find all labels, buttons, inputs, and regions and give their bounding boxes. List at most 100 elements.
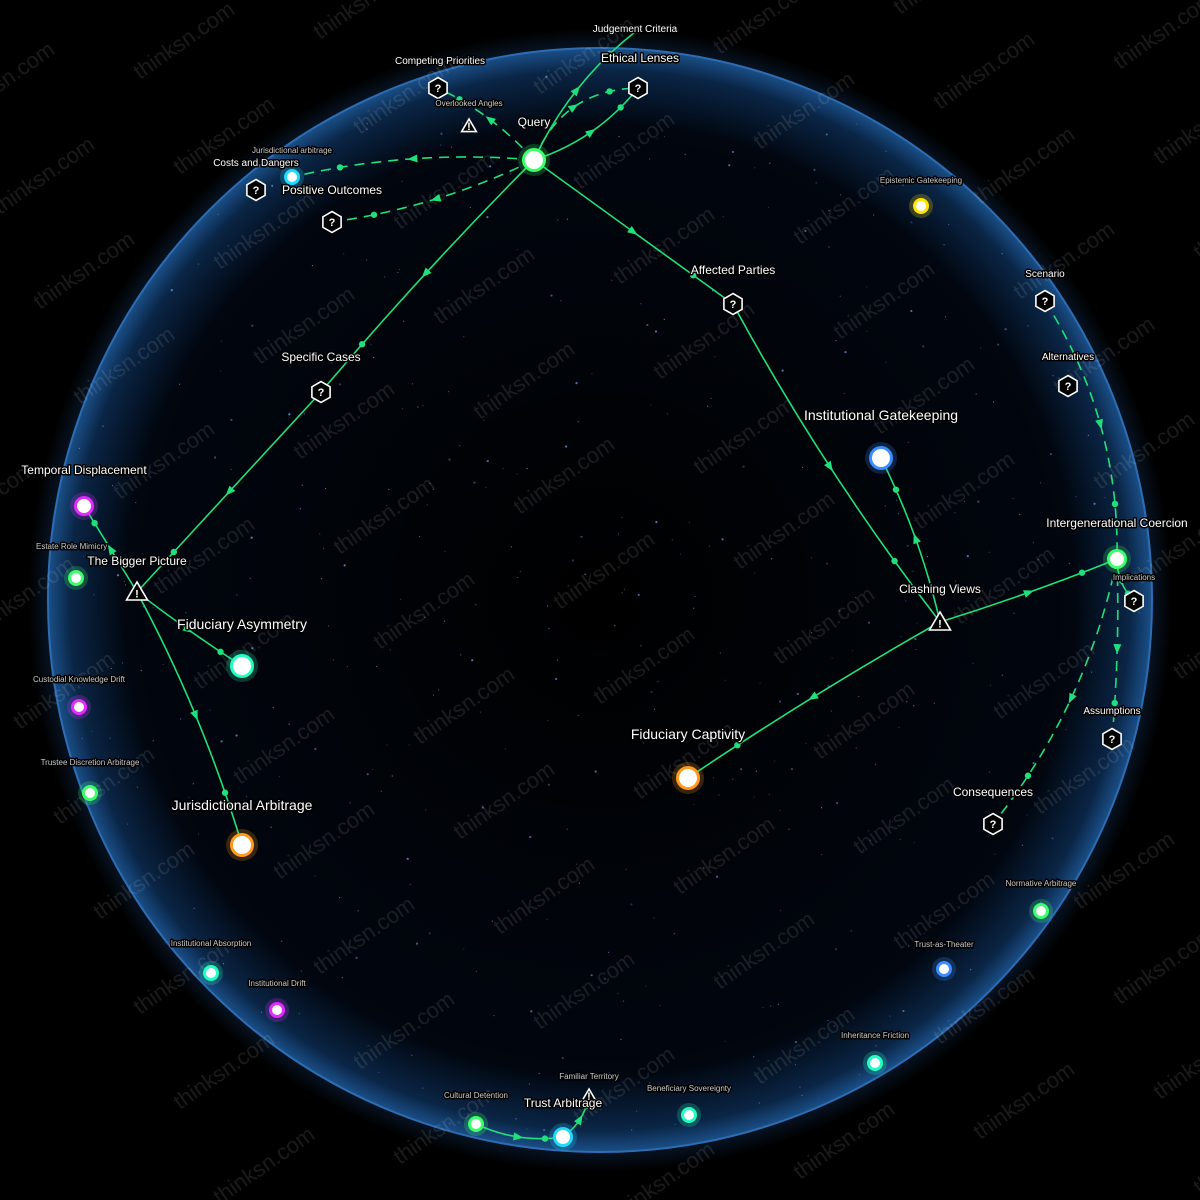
node-ethical[interactable]: ?Ethical Lenses	[599, 50, 681, 100]
node-trust_arb[interactable]: Trust Arbitrage	[522, 1095, 604, 1151]
star	[235, 734, 238, 737]
node-label: Affected Parties	[691, 263, 776, 277]
star	[724, 679, 726, 681]
star	[378, 1071, 380, 1073]
node-inst_drift[interactable]: Institutional Drift	[247, 978, 308, 1022]
star	[656, 137, 658, 140]
node-label: Overlooked Angles	[435, 99, 502, 108]
star	[997, 343, 1000, 346]
star	[529, 835, 532, 839]
node-inst_abs[interactable]: Institutional Absorption	[169, 938, 253, 985]
edge-joint	[456, 96, 463, 103]
star	[152, 740, 154, 742]
star	[801, 466, 804, 469]
node-benef[interactable]: Beneficiary Sovereignty	[645, 1083, 733, 1127]
star	[1032, 542, 1034, 544]
star	[188, 796, 190, 798]
node-core	[71, 573, 81, 583]
node-core	[1110, 552, 1124, 566]
edge-arrow	[485, 116, 496, 126]
star	[428, 932, 431, 935]
star	[1021, 844, 1024, 846]
star	[437, 689, 440, 691]
star	[916, 622, 918, 624]
star	[386, 504, 388, 506]
star	[649, 1082, 651, 1084]
star	[769, 162, 771, 164]
star	[948, 223, 950, 226]
node-familiar[interactable]: !Familiar Territory	[558, 1071, 620, 1103]
node-query[interactable]: Query	[516, 114, 552, 176]
edge-joint	[541, 1135, 549, 1142]
star	[332, 659, 334, 661]
star	[988, 551, 990, 553]
star	[972, 662, 974, 665]
node-label: Jurisdictional arbitrage	[252, 146, 333, 155]
node-affected[interactable]: ?Affected Parties	[689, 262, 777, 316]
node-clashing[interactable]: !Clashing Views	[898, 581, 982, 631]
node-epistemic[interactable]: Epistemic Gatekeeping	[878, 175, 964, 218]
star	[372, 768, 374, 771]
star	[923, 932, 925, 935]
node-positive[interactable]: ?Positive Outcomes	[280, 182, 384, 234]
node-label: Positive Outcomes	[282, 183, 382, 197]
node-judgement[interactable]: Judgement Criteria	[591, 23, 679, 37]
node-competing[interactable]: ?Competing Priorities	[393, 55, 487, 100]
node-costs[interactable]: ?Costs and Dangers	[212, 157, 300, 202]
star	[944, 316, 947, 318]
star	[753, 796, 755, 798]
node-alternatives[interactable]: ?Alternatives	[1040, 351, 1096, 398]
node-juris_arb[interactable]: Jurisdictional Arbitrage	[170, 796, 314, 861]
node-specific[interactable]: ?Specific Cases	[280, 349, 362, 404]
node-fid_asym[interactable]: Fiduciary Asymmetry	[176, 615, 308, 682]
star	[618, 136, 620, 138]
edge-joint	[370, 211, 378, 218]
star	[556, 659, 558, 661]
node-custodial[interactable]: Custodial Knowledge Drift	[31, 674, 127, 719]
star	[755, 770, 758, 772]
node-temporal[interactable]: Temporal Displacement	[20, 462, 149, 520]
node-scenario[interactable]: ?Scenario	[1024, 268, 1067, 313]
star	[571, 559, 575, 562]
node-intergen[interactable]: Intergenerational Coercion	[1045, 515, 1189, 573]
node-overlooked[interactable]: !Overlooked Angles	[434, 98, 504, 133]
node-core	[872, 449, 890, 467]
watermark-text: thinksn.com	[1189, 176, 1200, 264]
question-hex-icon	[322, 210, 342, 234]
node-layer[interactable]: Query Judgement Criteria ?Competing Priori…	[20, 23, 1189, 1151]
star	[989, 684, 992, 686]
star	[403, 320, 405, 322]
star	[805, 742, 807, 744]
star	[545, 75, 548, 78]
node-fid_capt[interactable]: Fiduciary Captivity	[629, 725, 747, 794]
star	[192, 783, 194, 785]
node-core	[556, 1130, 570, 1144]
star	[526, 467, 528, 470]
node-estate[interactable]: Estate Role Mimicry	[35, 541, 109, 590]
node-core	[870, 1058, 880, 1068]
node-inst_gate[interactable]: Institutional Gatekeeping	[802, 406, 960, 474]
edge-joint	[606, 88, 613, 95]
star	[684, 153, 686, 155]
node-bigger[interactable]: !The Bigger Picture	[86, 553, 189, 601]
node-inherit[interactable]: Inheritance Friction	[839, 1030, 911, 1075]
node-trustee[interactable]: Trustee Discretion Arbitrage	[39, 757, 141, 805]
star	[875, 1045, 877, 1047]
node-juris_arb_small[interactable]: Jurisdictional arbitrage	[250, 145, 334, 189]
star	[526, 1128, 528, 1130]
node-trust_theater[interactable]: Trust-as-Theater	[913, 939, 975, 981]
node-cultural[interactable]: Cultural Detention	[442, 1090, 510, 1136]
star	[366, 259, 368, 261]
node-implications[interactable]: ?Implications	[1111, 572, 1157, 613]
star	[811, 632, 813, 634]
star	[1051, 837, 1054, 840]
star	[1075, 496, 1077, 498]
star	[810, 557, 812, 559]
node-label: Jurisdictional Arbitrage	[172, 797, 313, 813]
node-assumptions[interactable]: ?Assumptions	[1082, 705, 1142, 751]
edge-query-to-competing	[437, 87, 535, 161]
edge-arrow	[225, 485, 236, 496]
node-normative[interactable]: Normative Arbitrage	[1004, 878, 1078, 923]
node-consequences[interactable]: ?Consequences	[951, 784, 1035, 836]
